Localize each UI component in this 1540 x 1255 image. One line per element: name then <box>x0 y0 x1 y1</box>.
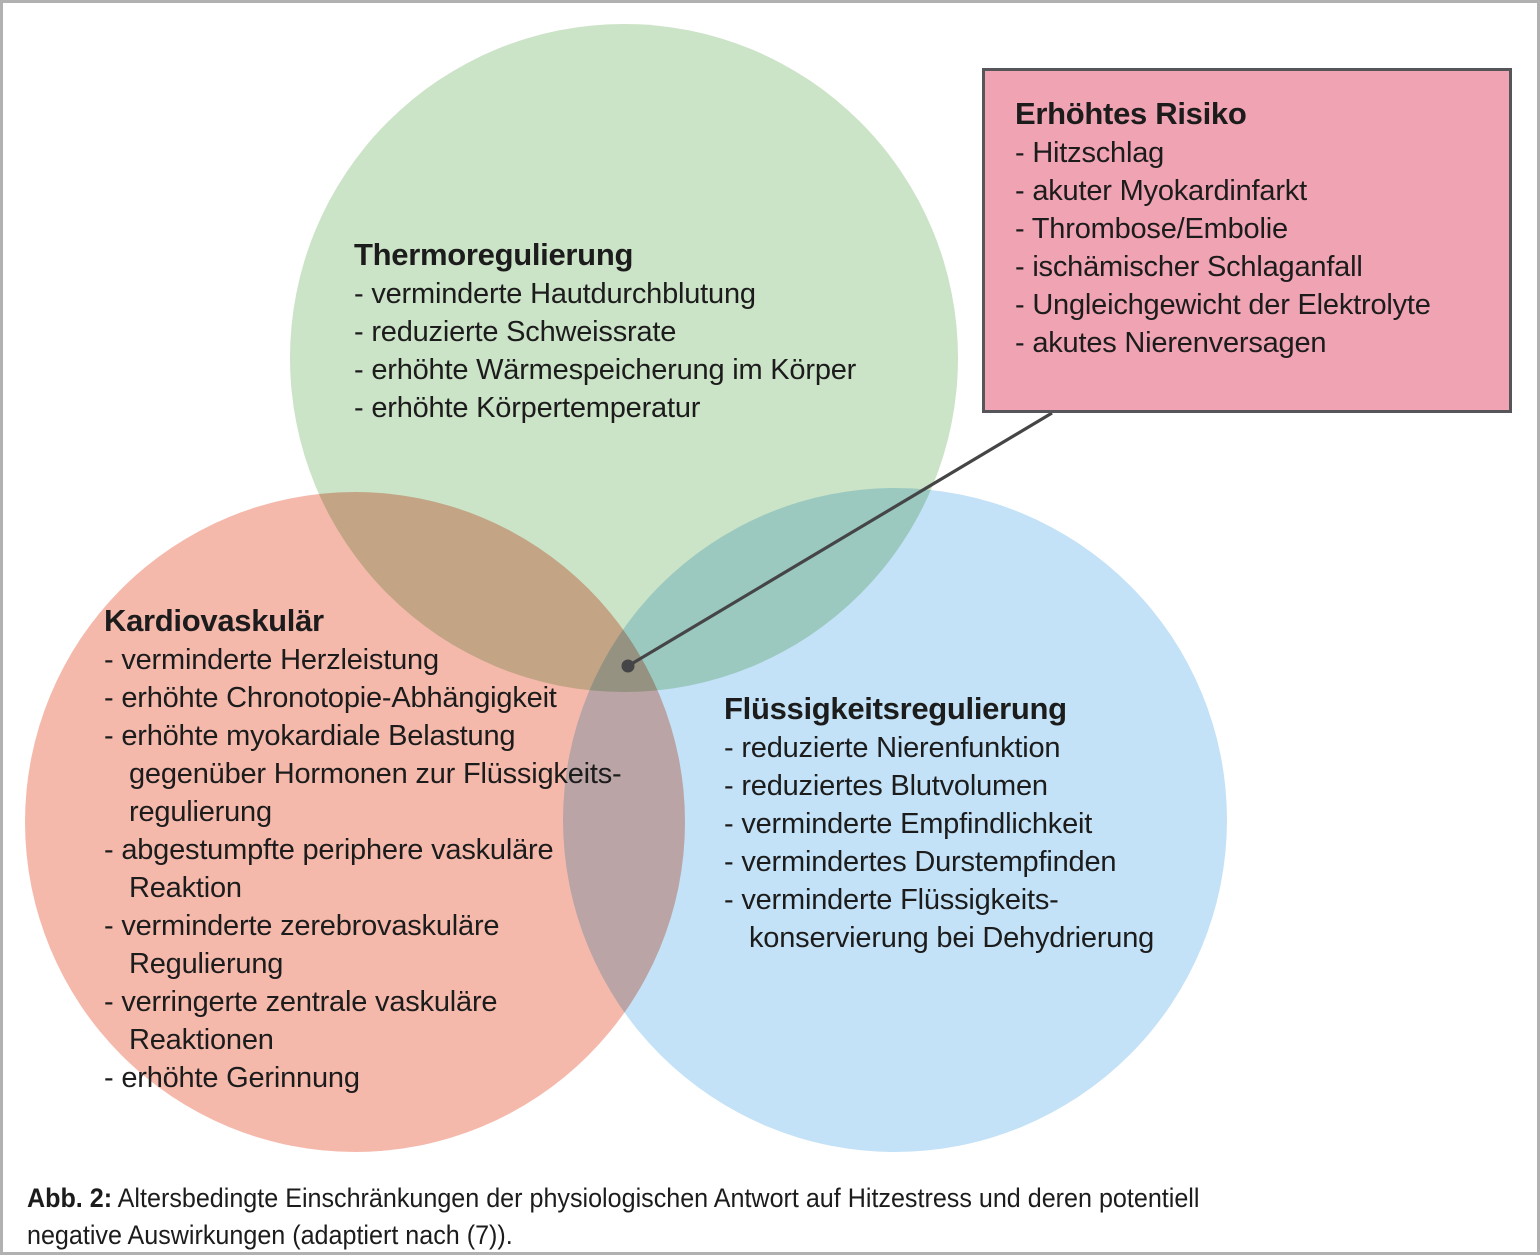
item-line: - erhöhte Chronotopie-Abhängigkeit <box>104 682 557 714</box>
item-line: - vermindertes Durstempfinden <box>724 846 1117 878</box>
item-line: - verminderte Flüssigkeits- <box>724 884 1059 916</box>
item-continuation-line: regulierung <box>129 796 272 828</box>
item-line: - verminderte Hautdurchblutung <box>354 278 756 310</box>
item-line: - erhöhte Wärmespeicherung im Körper <box>354 354 857 386</box>
thermoregulation-text-block: Thermoregulierung - verminderte Hautdurc… <box>354 236 856 427</box>
list-item: - reduziertes Blutvolumen <box>724 767 1154 805</box>
item-continuation-line: Reaktion <box>129 872 242 904</box>
fluid-regulation-list: - reduzierte Nierenfunktion - reduziertes… <box>724 729 1154 957</box>
item-line: - reduzierte Nierenfunktion <box>724 732 1061 764</box>
item-line: - reduzierte Schweissrate <box>354 316 677 348</box>
item-line: - verminderte Empfindlichkeit <box>724 808 1093 840</box>
list-item: - Ungleichgewicht der Elektrolyte <box>1015 286 1485 324</box>
item-continuation-line: gegenüber Hormonen zur Flüssigkeits- <box>129 758 622 790</box>
list-item: - erhöhte Chronotopie-Abhängigkeit <box>104 679 621 717</box>
risk-box-list: - Hitzschlag - akuter Myokardinfarkt - Thr… <box>1015 134 1485 362</box>
item-line: - erhöhte Gerinnung <box>104 1062 360 1094</box>
cardiovascular-list: - verminderte Herzleistung - erhöhte Chro… <box>104 641 622 1097</box>
list-item: - ischämischer Schlaganfall <box>1015 248 1485 286</box>
list-item: - Thrombose/Embolie <box>1015 210 1485 248</box>
item-line: - verminderte Herzleistung <box>104 644 439 676</box>
fluid-regulation-text-block: Flüssigkeitsregulierung - reduzierte Nie… <box>724 690 1154 957</box>
fluid-regulation-title: Flüssigkeitsregulierung <box>724 691 1067 726</box>
list-item: - akutes Nierenversagen <box>1015 324 1485 362</box>
list-item: - verminderte Flüssigkeits-konservierung… <box>724 881 1154 957</box>
list-item: - akuter Myokardinfarkt <box>1015 172 1485 210</box>
list-item: - vermindertes Durstempfinden <box>724 843 1154 881</box>
risk-box: Erhöhtes Risiko - Hitzschlag - akuter Myo… <box>982 68 1512 413</box>
cardiovascular-text-block: Kardiovaskulär - verminderte Herzleistun… <box>104 602 622 1097</box>
figure-caption: Abb. 2: Altersbedingte Einschränkungen d… <box>27 1180 1478 1254</box>
list-item: - verminderte Empfindlichkeit <box>724 805 1154 843</box>
item-line: - ischämischer Schlaganfall <box>1015 251 1363 283</box>
item-continuation-line: konservierung bei Dehydrierung <box>749 922 1155 954</box>
item-continuation-line: Regulierung <box>129 948 284 980</box>
item-line: - Ungleichgewicht der Elektrolyte <box>1015 289 1431 321</box>
list-item: - erhöhte Gerinnung <box>104 1059 621 1097</box>
risk-box-title: Erhöhtes Risiko <box>1015 96 1247 131</box>
item-line: - Thrombose/Embolie <box>1015 213 1288 245</box>
list-item: - erhöhte myokardiale Belastung gegenüber… <box>104 717 622 831</box>
caption-label: Abb. 2: <box>27 1183 113 1213</box>
cardiovascular-title: Kardiovaskulär <box>104 603 324 638</box>
item-line: - Hitzschlag <box>1015 137 1165 169</box>
list-item: - erhöhte Körpertemperatur <box>354 389 856 427</box>
item-line: - erhöhte myokardiale Belastung <box>104 720 516 752</box>
caption-line-1: Abb. 2: Altersbedingte Einschränkungen d… <box>27 1180 1478 1217</box>
item-line: - erhöhte Körpertemperatur <box>354 392 701 424</box>
list-item: - verminderte Herzleistung <box>104 641 621 679</box>
list-item: - erhöhte Wärmespeicherung im Körper <box>354 351 856 389</box>
item-line: - verringerte zentrale vaskuläre <box>104 986 498 1018</box>
caption-line-2: negative Auswirkungen (adaptiert nach (7… <box>27 1220 513 1250</box>
item-line: - reduziertes Blutvolumen <box>724 770 1048 802</box>
thermoregulation-title: Thermoregulierung <box>354 237 634 272</box>
caption-text-1: Altersbedingte Einschränkungen der physi… <box>112 1183 1200 1213</box>
list-item: - Hitzschlag <box>1015 134 1485 172</box>
list-item: - verminderte Hautdurchblutung <box>354 275 856 313</box>
item-continuation-line: Reaktionen <box>129 1024 274 1056</box>
list-item: - reduzierte Nierenfunktion <box>724 729 1154 767</box>
item-line: - akutes Nierenversagen <box>1015 327 1327 359</box>
item-line: - abgestumpfte periphere vaskuläre <box>104 834 554 866</box>
thermoregulation-list: - verminderte Hautdurchblutung - reduzier… <box>354 275 856 427</box>
item-line: - verminderte zerebrovaskuläre <box>104 910 500 942</box>
list-item: - reduzierte Schweissrate <box>354 313 856 351</box>
item-line: - akuter Myokardinfarkt <box>1015 175 1307 207</box>
